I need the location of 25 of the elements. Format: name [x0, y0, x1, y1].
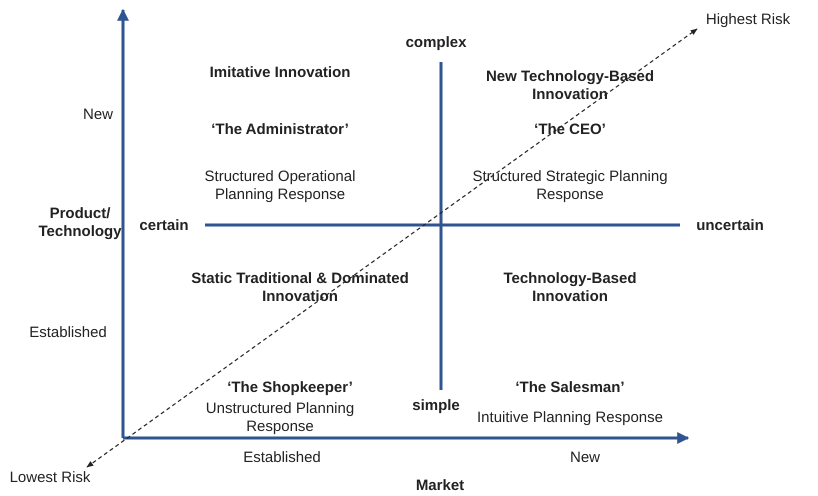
response-label: Intuitive Planning Response	[476, 409, 664, 427]
axis-label: simple	[411, 397, 461, 415]
response-label: Structured Strategic Planning Response	[471, 168, 669, 204]
axis-label: complex	[404, 34, 468, 52]
risk-label: Highest Risk	[703, 11, 793, 29]
quadrant-title: Technology-Based Innovation	[502, 270, 638, 306]
quadrant-title: Static Traditional & Dominated Innovation	[190, 270, 410, 306]
quadrant-title: Imitative Innovation	[208, 64, 352, 82]
axis-tick-label: Established	[28, 324, 108, 342]
quadrant-title: New Technology-Based Innovation	[484, 68, 656, 104]
response-label: Structured Operational Planning Response	[204, 168, 356, 204]
axis-end-label: certain	[138, 217, 190, 235]
axis-title: Market	[414, 477, 466, 495]
axis-tick-label: Established	[242, 449, 322, 467]
risk-label: Lowest Risk	[5, 469, 95, 487]
role-label: ‘The Salesman’	[514, 379, 626, 397]
role-label: ‘The CEO’	[533, 121, 607, 139]
role-label: ‘The Shopkeeper’	[226, 379, 354, 397]
axis-tick-label: New	[82, 106, 114, 124]
response-label: Unstructured Planning Response	[204, 400, 356, 436]
role-label: ‘The Administrator’	[210, 121, 350, 139]
axis-end-label: uncertain	[695, 217, 765, 235]
axis-tick-label: New	[568, 449, 601, 467]
axis-title: Product/ Technology	[37, 205, 123, 241]
risk-arrow	[86, 28, 698, 468]
